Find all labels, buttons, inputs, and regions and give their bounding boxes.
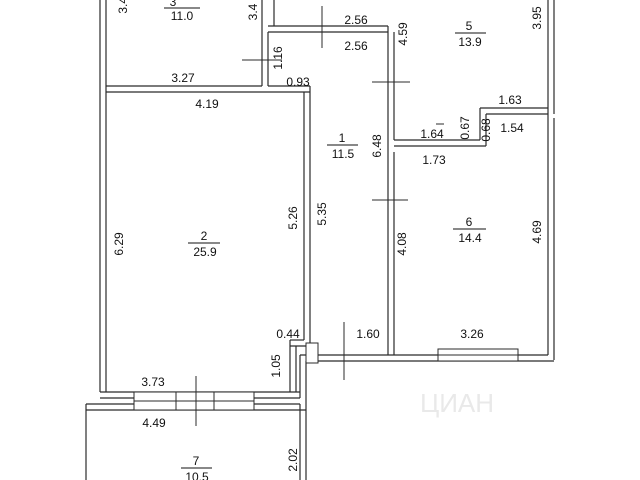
room-2-area: 25.9 — [193, 245, 217, 259]
watermark-text: ЦИАН — [420, 388, 494, 418]
room-6-area: 14.4 — [458, 231, 482, 245]
dim-label: 1.05 — [269, 354, 283, 378]
dim-label: 0.44 — [276, 327, 300, 341]
dim-label: 3.27 — [171, 71, 195, 85]
dim-label: 1.63 — [498, 93, 522, 107]
room-7-area: 10.5 — [185, 470, 209, 480]
dim-label: 1.60 — [356, 327, 380, 341]
dim-label: 0.68 — [479, 118, 493, 142]
room-2-number: 2 — [201, 229, 208, 243]
room-5-area: 13.9 — [458, 35, 482, 49]
dim-label: 1.54 — [500, 121, 524, 135]
dim-label: 0.93 — [286, 75, 310, 89]
dim-label: 2.56 — [344, 13, 368, 27]
dim-label: 2.02 — [286, 448, 300, 472]
dim-label: 4.19 — [195, 97, 219, 111]
dim-label: 3.95 — [530, 6, 544, 30]
dim-label: 2.56 — [344, 39, 368, 53]
horizontal-dimensions: 2.56 2.56 3.27 0.93 4.19 1.63 1.64 1.54 … — [141, 13, 524, 430]
room-3-area: 11.0 — [171, 9, 194, 23]
dim-label: 6.48 — [370, 134, 384, 158]
dim-label: 1.64 — [420, 127, 444, 141]
dim-label: 0.67 — [458, 116, 472, 140]
dim-label: 3.26 — [460, 327, 484, 341]
windows — [133, 342, 519, 426]
dim-label: 4.49 — [142, 416, 166, 430]
room-labels: 3 11.0 5 13.9 1 11.5 2 25.9 6 14.4 7 10.… — [164, 0, 486, 480]
dim-label: 4.59 — [396, 22, 410, 46]
vertical-dimensions: 3.45 3.4 4.59 3.95 1.16 0.67 0.68 6.48 5… — [112, 0, 544, 472]
dim-label: 1.73 — [422, 153, 446, 167]
dim-label: 5.26 — [286, 206, 300, 230]
dim-label: 5.35 — [315, 202, 329, 226]
room-6-number: 6 — [466, 215, 473, 229]
dim-label: 3.45 — [116, 0, 130, 14]
dim-label: 3.73 — [141, 375, 165, 389]
room-1-number: 1 — [339, 131, 346, 145]
dim-label: 3.4 — [246, 3, 260, 20]
dim-label: 1.16 — [271, 46, 285, 70]
room-3-number: 3 — [170, 0, 177, 9]
dim-label: 4.69 — [530, 220, 544, 244]
dim-label: 6.29 — [112, 232, 126, 256]
room-1-area: 11.5 — [332, 147, 355, 161]
dim-label: 4.08 — [395, 232, 409, 256]
door-marks — [242, 6, 444, 380]
room-7-number: 7 — [193, 454, 200, 468]
room-5-number: 5 — [466, 19, 473, 33]
